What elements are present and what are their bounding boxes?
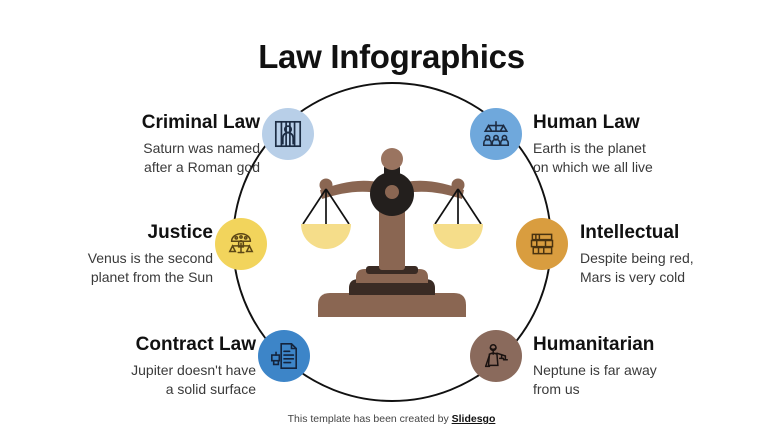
body-contract-law: Jupiter doesn't have a solid surface [131,361,256,397]
scale-head [381,148,403,170]
text-criminal-law: Criminal Law Saturn was named after a Ro… [50,112,260,177]
scale-pan-left [301,178,351,249]
heading-criminal-law: Criminal Law [141,112,260,133]
scale-medallion [385,185,399,199]
heading-humanitarian: Humanitarian [533,334,655,355]
contract-document-stamp-icon [271,343,297,369]
scale-pan-left-knob [319,178,333,192]
scale-string-right-a [434,188,459,225]
heading-justice: Justice [147,222,213,243]
scale-dish-right [433,224,483,249]
balance-scales-illustration [301,148,483,317]
scale-dish-left [301,224,351,249]
template-credit: This template has been created by Slides… [0,413,783,425]
scale-base-plinth [318,293,466,317]
body-intellectual: Despite being red, Mars is very cold [580,249,694,285]
text-justice: Justice Venus is the second planet from … [3,222,213,287]
scale-pan-right-knob [451,178,465,192]
heading-contract-law: Contract Law [135,334,256,355]
text-contract-law: Contract Law Jupiter doesn't have a soli… [46,334,256,399]
node-justice[interactable] [215,218,267,270]
body-criminal-law: Saturn was named after a Roman god [143,139,260,175]
body-justice: Venus is the second planet from the Sun [87,249,213,285]
scale-pan-right [433,178,483,249]
heading-intellectual: Intellectual [580,222,680,243]
lady-justice-statue-icon [484,344,508,368]
scales-over-jury-icon [483,121,509,147]
stacked-law-books-icon [530,233,554,255]
text-humanitarian: Humanitarian Neptune is far away from us [533,334,743,399]
node-criminal-law[interactable] [262,108,314,160]
node-human-law[interactable] [470,108,522,160]
page-title: Law Infographics [258,38,525,75]
scale-string-left-c [325,188,350,225]
judge-with-scales-icon [228,232,254,254]
body-humanitarian: Neptune is far away from us [533,361,657,397]
heading-human-law: Human Law [533,112,640,133]
node-contract-law[interactable] [258,330,310,382]
text-intellectual: Intellectual Despite being red, Mars is … [580,222,783,287]
body-human-law: Earth is the planet on which we all live [533,139,653,175]
slidesgo-link[interactable]: Slidesgo [451,413,496,425]
prisoner-behind-bars-icon [274,120,302,148]
scale-string-left-a [302,188,327,225]
node-humanitarian[interactable] [470,330,522,382]
credit-prefix: This template has been created by [287,413,452,425]
node-intellectual[interactable] [516,218,568,270]
text-human-law: Human Law Earth is the planet on which w… [533,112,743,177]
scale-string-right-c [457,188,482,225]
